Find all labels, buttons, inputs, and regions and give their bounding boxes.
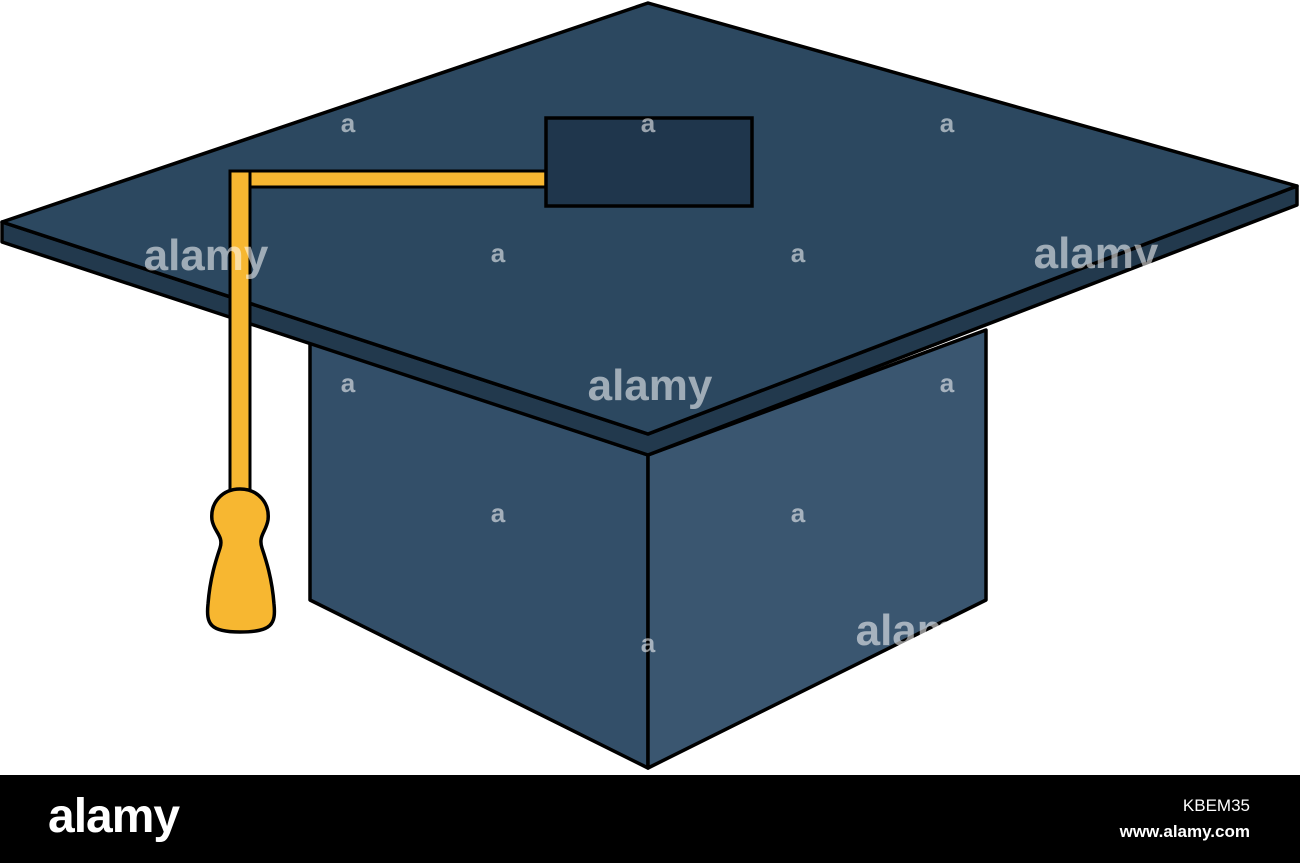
watermark-letter: a — [341, 368, 356, 398]
tassel-cord-vertical — [228, 169, 252, 493]
mortarboard-top — [0, 1, 1299, 436]
tassel — [205, 487, 277, 634]
watermark-word: alamy — [144, 231, 269, 280]
watermark-letter: a — [491, 498, 506, 528]
tassel-cord-horizontal — [234, 169, 550, 189]
watermark-letter: a — [791, 238, 806, 268]
watermark-word: alamy — [856, 606, 981, 655]
graduation-cap-icon: alamy alamy alamy alamy a a a a a a a a … — [0, 1, 1299, 770]
image-id: KBEM35 — [1182, 796, 1250, 815]
site-url: www.alamy.com — [1119, 822, 1250, 841]
watermark-letter: a — [940, 368, 955, 398]
cap-button — [544, 116, 754, 208]
watermark-word: alamy — [588, 361, 713, 410]
watermark-letter: a — [341, 108, 356, 138]
alamy-logo: alamy — [48, 790, 180, 843]
watermark-letter: a — [491, 238, 506, 268]
watermark-layer: alamy alamy alamy alamy a a a a a a a a … — [144, 108, 1159, 658]
cap-base-right-face — [646, 328, 988, 770]
watermark-letter: a — [641, 108, 656, 138]
footer-bar: alamy KBEM35 www.alamy.com — [0, 775, 1300, 863]
watermark-word: alamy — [1034, 229, 1159, 278]
watermark-letter: a — [641, 628, 656, 658]
watermark-letter: a — [940, 108, 955, 138]
watermark-letter: a — [791, 498, 806, 528]
